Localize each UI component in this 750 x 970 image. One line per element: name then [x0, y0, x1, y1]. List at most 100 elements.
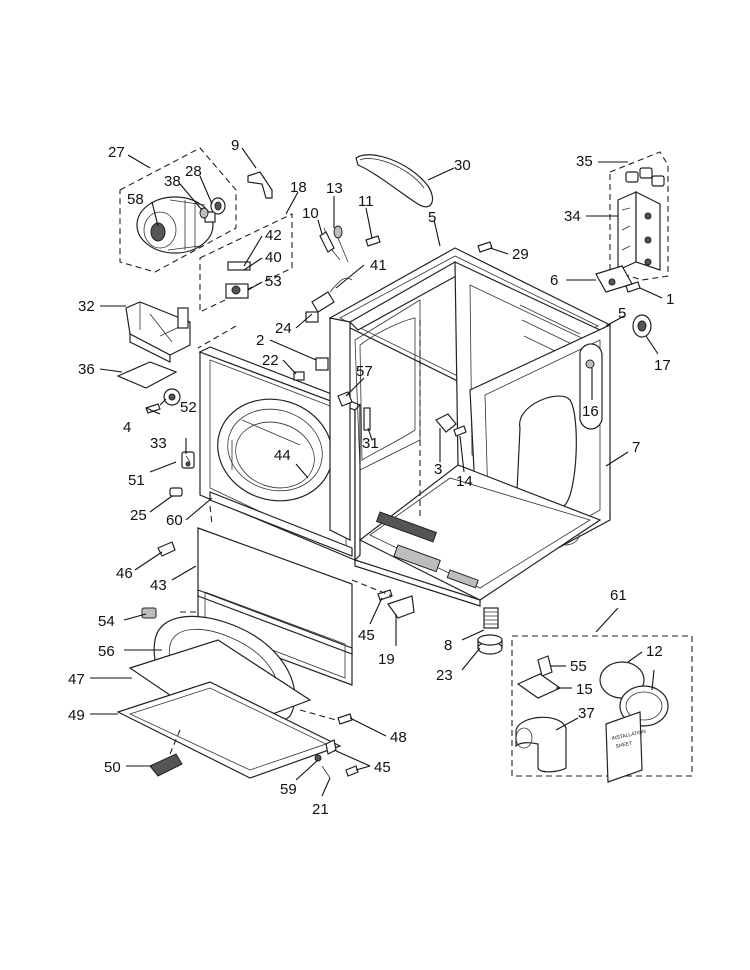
motor-clip: [199, 207, 209, 219]
motor-mount-pad: [116, 361, 178, 389]
panel-strip: [209, 491, 353, 557]
callout-3: 3: [434, 461, 442, 478]
vent-cap: [599, 661, 669, 727]
callout-36: 36: [78, 361, 95, 378]
back-bracket: [617, 191, 661, 271]
callout-37: 37: [578, 705, 595, 722]
motor-pulley: [210, 197, 226, 215]
exhaust-elbow: [515, 716, 567, 773]
leveling-screw: [157, 541, 176, 557]
callout-18: 18: [290, 179, 307, 196]
callout-15: 15: [576, 681, 593, 698]
drive-motor: [136, 196, 216, 254]
motor-mount-bracket: [125, 301, 191, 363]
callout-48: 48: [390, 729, 407, 746]
callout-58: 58: [127, 191, 144, 208]
callout-41: 41: [370, 257, 387, 274]
foam-block: [149, 753, 183, 777]
leveling-leg: [483, 607, 499, 629]
callout-31: 31: [362, 435, 379, 452]
panel-clip: [141, 607, 157, 619]
callout-8: 8: [444, 637, 452, 654]
leg-foot: [477, 634, 503, 655]
front-bracket: [293, 357, 329, 381]
callout-42: 42: [265, 227, 282, 244]
side-cover: [579, 343, 603, 430]
callout-25: 25: [130, 507, 147, 524]
callout-35: 35: [576, 153, 593, 170]
callout-54: 54: [98, 613, 115, 630]
callout-44: 44: [274, 447, 291, 464]
callout-52: 52: [180, 399, 197, 416]
callout-labels: 27 9 28 38 58 18 42 40 53 32 36 52 4 33 …: [68, 137, 674, 818]
callout-33: 33: [150, 435, 167, 452]
callout-59: 59: [280, 781, 297, 798]
callout-5a: 5: [428, 209, 436, 226]
thermal-fuse-wire: [319, 225, 381, 263]
callout-57: 57: [356, 363, 373, 380]
callout-53: 53: [265, 273, 282, 290]
callout-40: 40: [265, 249, 282, 266]
callout-22: 22: [262, 352, 279, 369]
callout-2: 2: [256, 332, 264, 349]
idler-group: [199, 213, 293, 313]
callout-7: 7: [632, 439, 640, 456]
callout-24: 24: [275, 320, 292, 337]
idler-pulley-bracket: [225, 283, 249, 299]
callout-45a: 45: [358, 627, 375, 644]
toe-panel: [197, 527, 353, 686]
callout-32: 32: [78, 298, 95, 315]
callout-34: 34: [564, 208, 581, 225]
power-cord-bracket: [595, 265, 641, 293]
callout-50: 50: [104, 759, 121, 776]
panel-spacer: [363, 407, 371, 431]
callout-38: 38: [164, 173, 181, 190]
kit-plate: [516, 673, 562, 699]
callout-10: 10: [302, 205, 319, 222]
callout-46: 46: [116, 565, 133, 582]
door-switch: [181, 451, 195, 469]
base-plate: [116, 681, 342, 779]
callout-61: 61: [610, 587, 627, 604]
blower-shaft-key: [247, 171, 273, 199]
kit-screw: [537, 655, 553, 677]
callout-9: 9: [231, 137, 239, 154]
leader-lines: [90, 147, 663, 797]
top-latch: [435, 413, 467, 437]
callout-28: 28: [185, 163, 202, 180]
callout-30: 30: [454, 157, 471, 174]
callout-27: 27: [108, 144, 125, 161]
callout-13: 13: [326, 180, 343, 197]
installation-manual: INSTALLATION SHEET: [605, 711, 647, 783]
callout-45b: 45: [374, 759, 391, 776]
callout-6: 6: [550, 272, 558, 289]
door-seal: [235, 421, 315, 489]
callout-55: 55: [570, 658, 587, 675]
flat-washer: [163, 388, 181, 406]
rear-bracket-group: [609, 151, 669, 281]
callout-11: 11: [358, 193, 374, 210]
callout-4: 4: [123, 419, 131, 436]
callout-1: 1: [666, 291, 674, 308]
callout-56: 56: [98, 643, 115, 660]
callout-12: 12: [646, 643, 663, 660]
cabinet: [328, 247, 612, 607]
callout-5b: 5: [618, 305, 626, 322]
installation-kit-group: INSTALLATION SHEET: [511, 635, 693, 783]
terminal-block: [625, 167, 665, 187]
top-screw: [477, 241, 493, 253]
exhaust-grommet: [632, 314, 652, 338]
callout-29: 29: [512, 246, 529, 263]
callout-16: 16: [582, 403, 599, 420]
wire-harness: [305, 277, 353, 323]
base-screws: [314, 713, 359, 779]
door-opening: [217, 398, 333, 502]
hole-plug: [337, 391, 353, 407]
callout-19: 19: [378, 651, 395, 668]
drive-belt: [355, 154, 433, 208]
manual-title-line2: SHEET: [615, 741, 633, 750]
callout-51: 51: [128, 472, 145, 489]
callout-60: 60: [166, 512, 183, 529]
motor-screw: [145, 403, 161, 414]
